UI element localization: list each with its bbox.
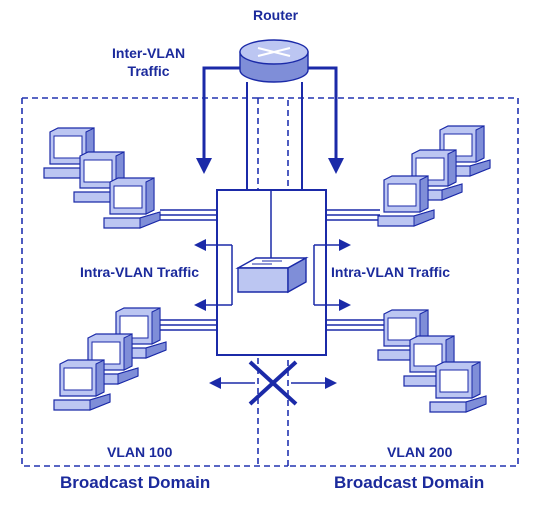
- workstation-group-bottom-left: [53, 307, 167, 411]
- inter-vlan-label: Inter-VLAN Traffic: [112, 44, 185, 80]
- inter-vlan-label-line1: Inter-VLAN: [112, 45, 186, 61]
- workstation-icon: [377, 175, 435, 227]
- pc-cables: [160, 209, 385, 331]
- switch-icon: [235, 256, 309, 294]
- broadcast-domain-label-right: Broadcast Domain: [334, 473, 485, 492]
- workstation-icon: [429, 361, 487, 413]
- router-trunk-lines: [246, 82, 303, 190]
- intra-vlan-label-left: Intra-VLAN Traffic: [80, 264, 200, 280]
- workstation-icon: [103, 177, 161, 229]
- router-icon: [239, 39, 309, 83]
- workstation-group-top-left: [43, 127, 161, 229]
- intra-vlan-arrows: [194, 239, 351, 311]
- workstation-group-bottom-right: [377, 309, 487, 413]
- vlan-100-label: VLAN 100: [107, 444, 173, 460]
- inter-vlan-arrows: [202, 66, 338, 160]
- inter-vlan-arrowhead-right: [328, 158, 344, 174]
- inter-vlan-label-line2: Traffic: [127, 63, 170, 79]
- blocked-x-icon: [248, 360, 298, 406]
- broadcast-domain-label-left: Broadcast Domain: [60, 473, 211, 492]
- workstation-icon: [53, 359, 111, 411]
- workstation-group-top-right: [377, 125, 491, 227]
- inter-vlan-arrowhead-left: [196, 158, 212, 174]
- vlan-200-label: VLAN 200: [387, 444, 453, 460]
- intra-vlan-label-right: Intra-VLAN Traffic: [331, 264, 451, 280]
- router-label: Router: [253, 7, 299, 23]
